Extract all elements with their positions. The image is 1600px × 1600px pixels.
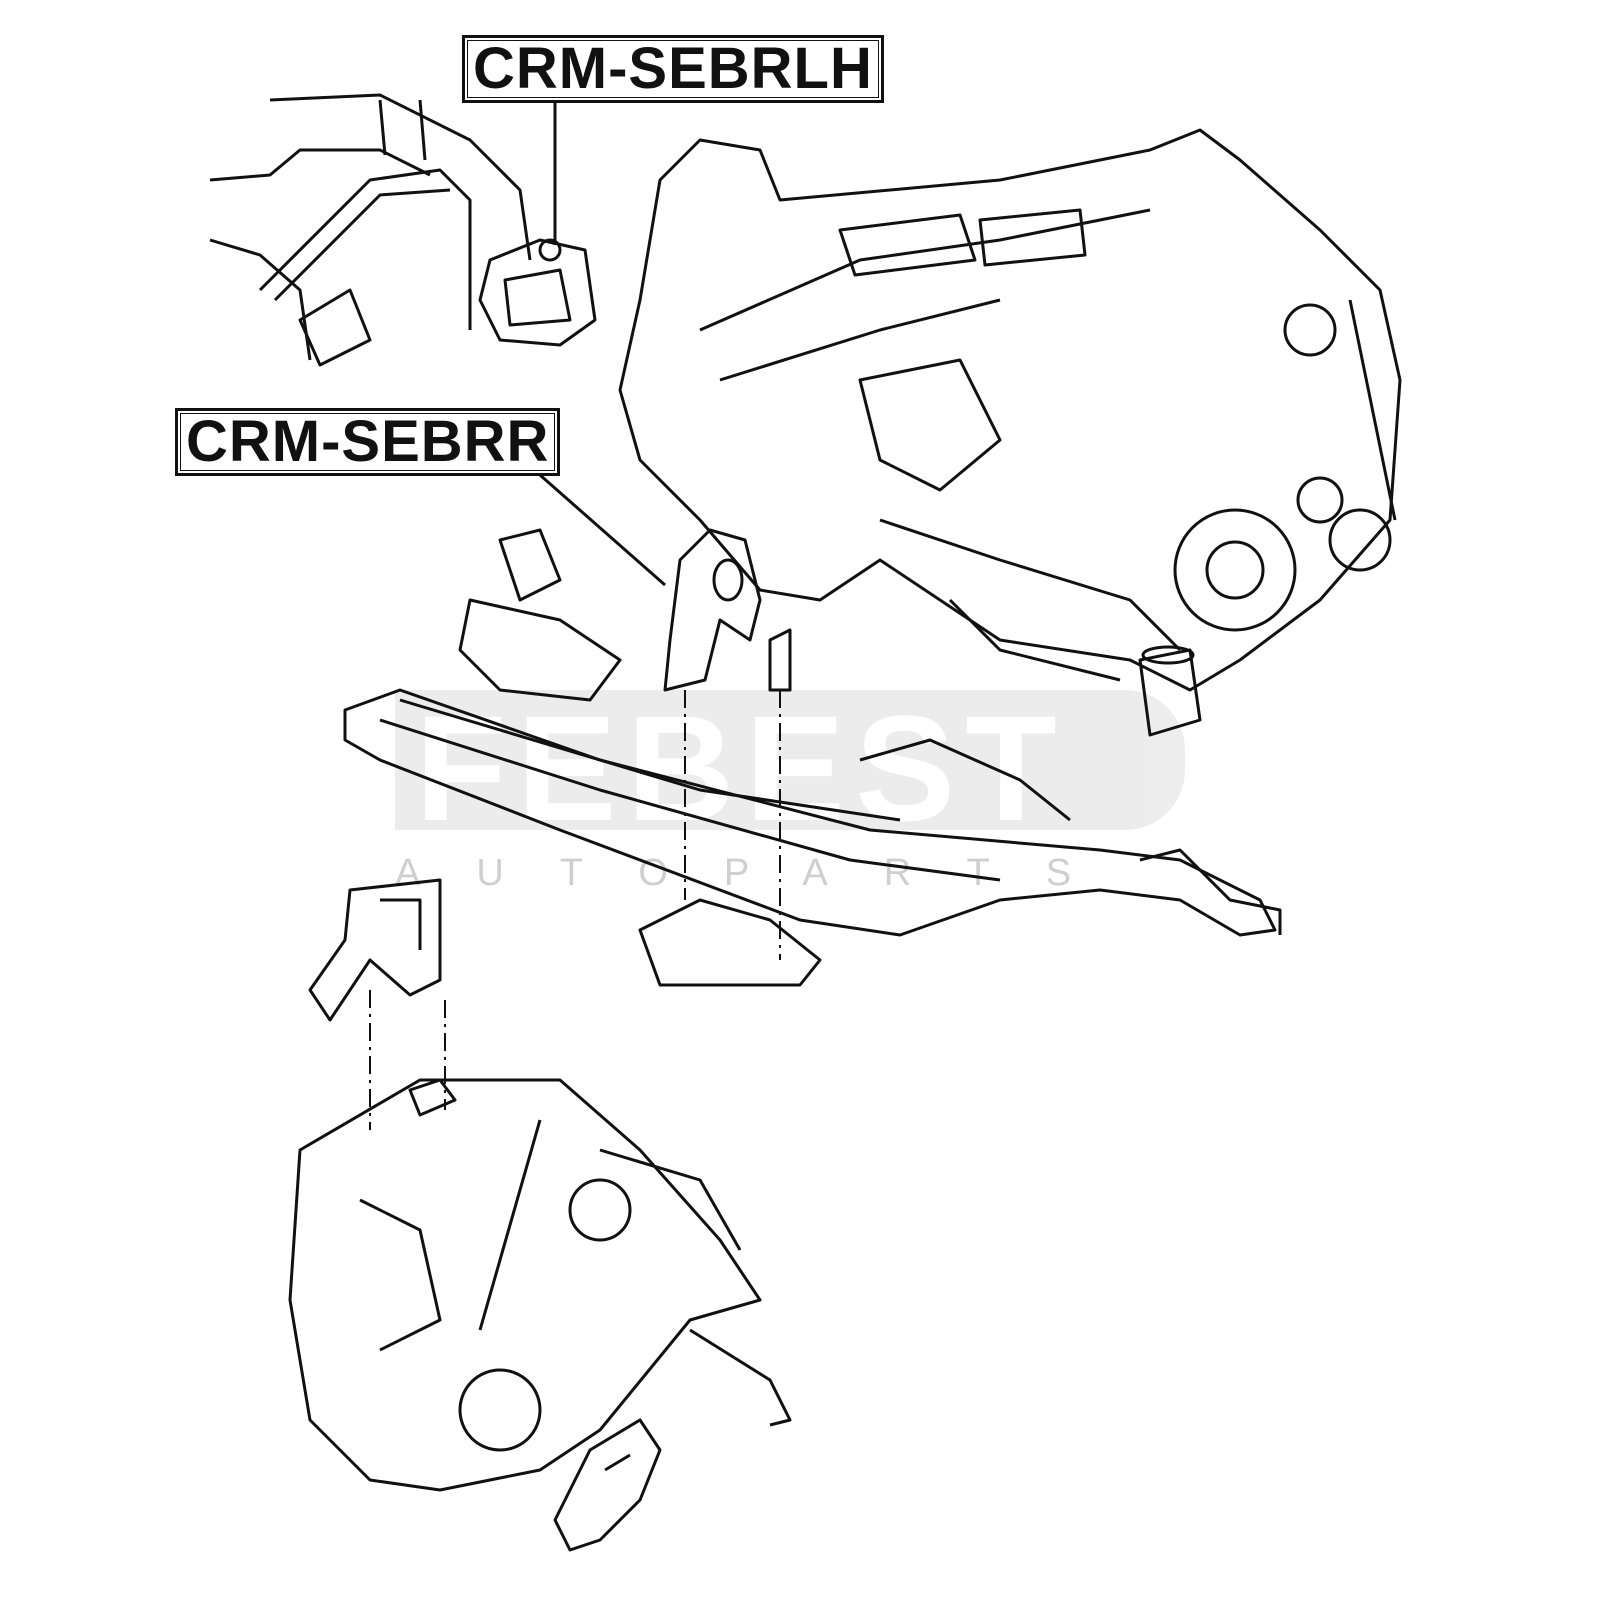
left-engine-mount bbox=[478, 238, 597, 347]
part-label-crm-sebrr: CRM-SEBRR bbox=[175, 408, 561, 476]
body-panel-inset bbox=[209, 93, 532, 367]
part-label-crm-sebrlh: CRM-SEBRLH bbox=[462, 35, 884, 103]
alignment-lines bbox=[369, 690, 781, 1130]
watermark-logo: FEBEST bbox=[395, 684, 1185, 852]
watermark-brand: FEBEST bbox=[415, 684, 1067, 852]
transmission bbox=[288, 1078, 792, 1492]
damper bbox=[1138, 645, 1202, 737]
engine bbox=[618, 128, 1402, 692]
torque-strut bbox=[553, 1418, 662, 1552]
transmission-mount bbox=[308, 878, 442, 1022]
leader-line-right bbox=[539, 473, 666, 587]
subframe bbox=[343, 528, 1282, 987]
right-engine-mount bbox=[663, 528, 792, 692]
